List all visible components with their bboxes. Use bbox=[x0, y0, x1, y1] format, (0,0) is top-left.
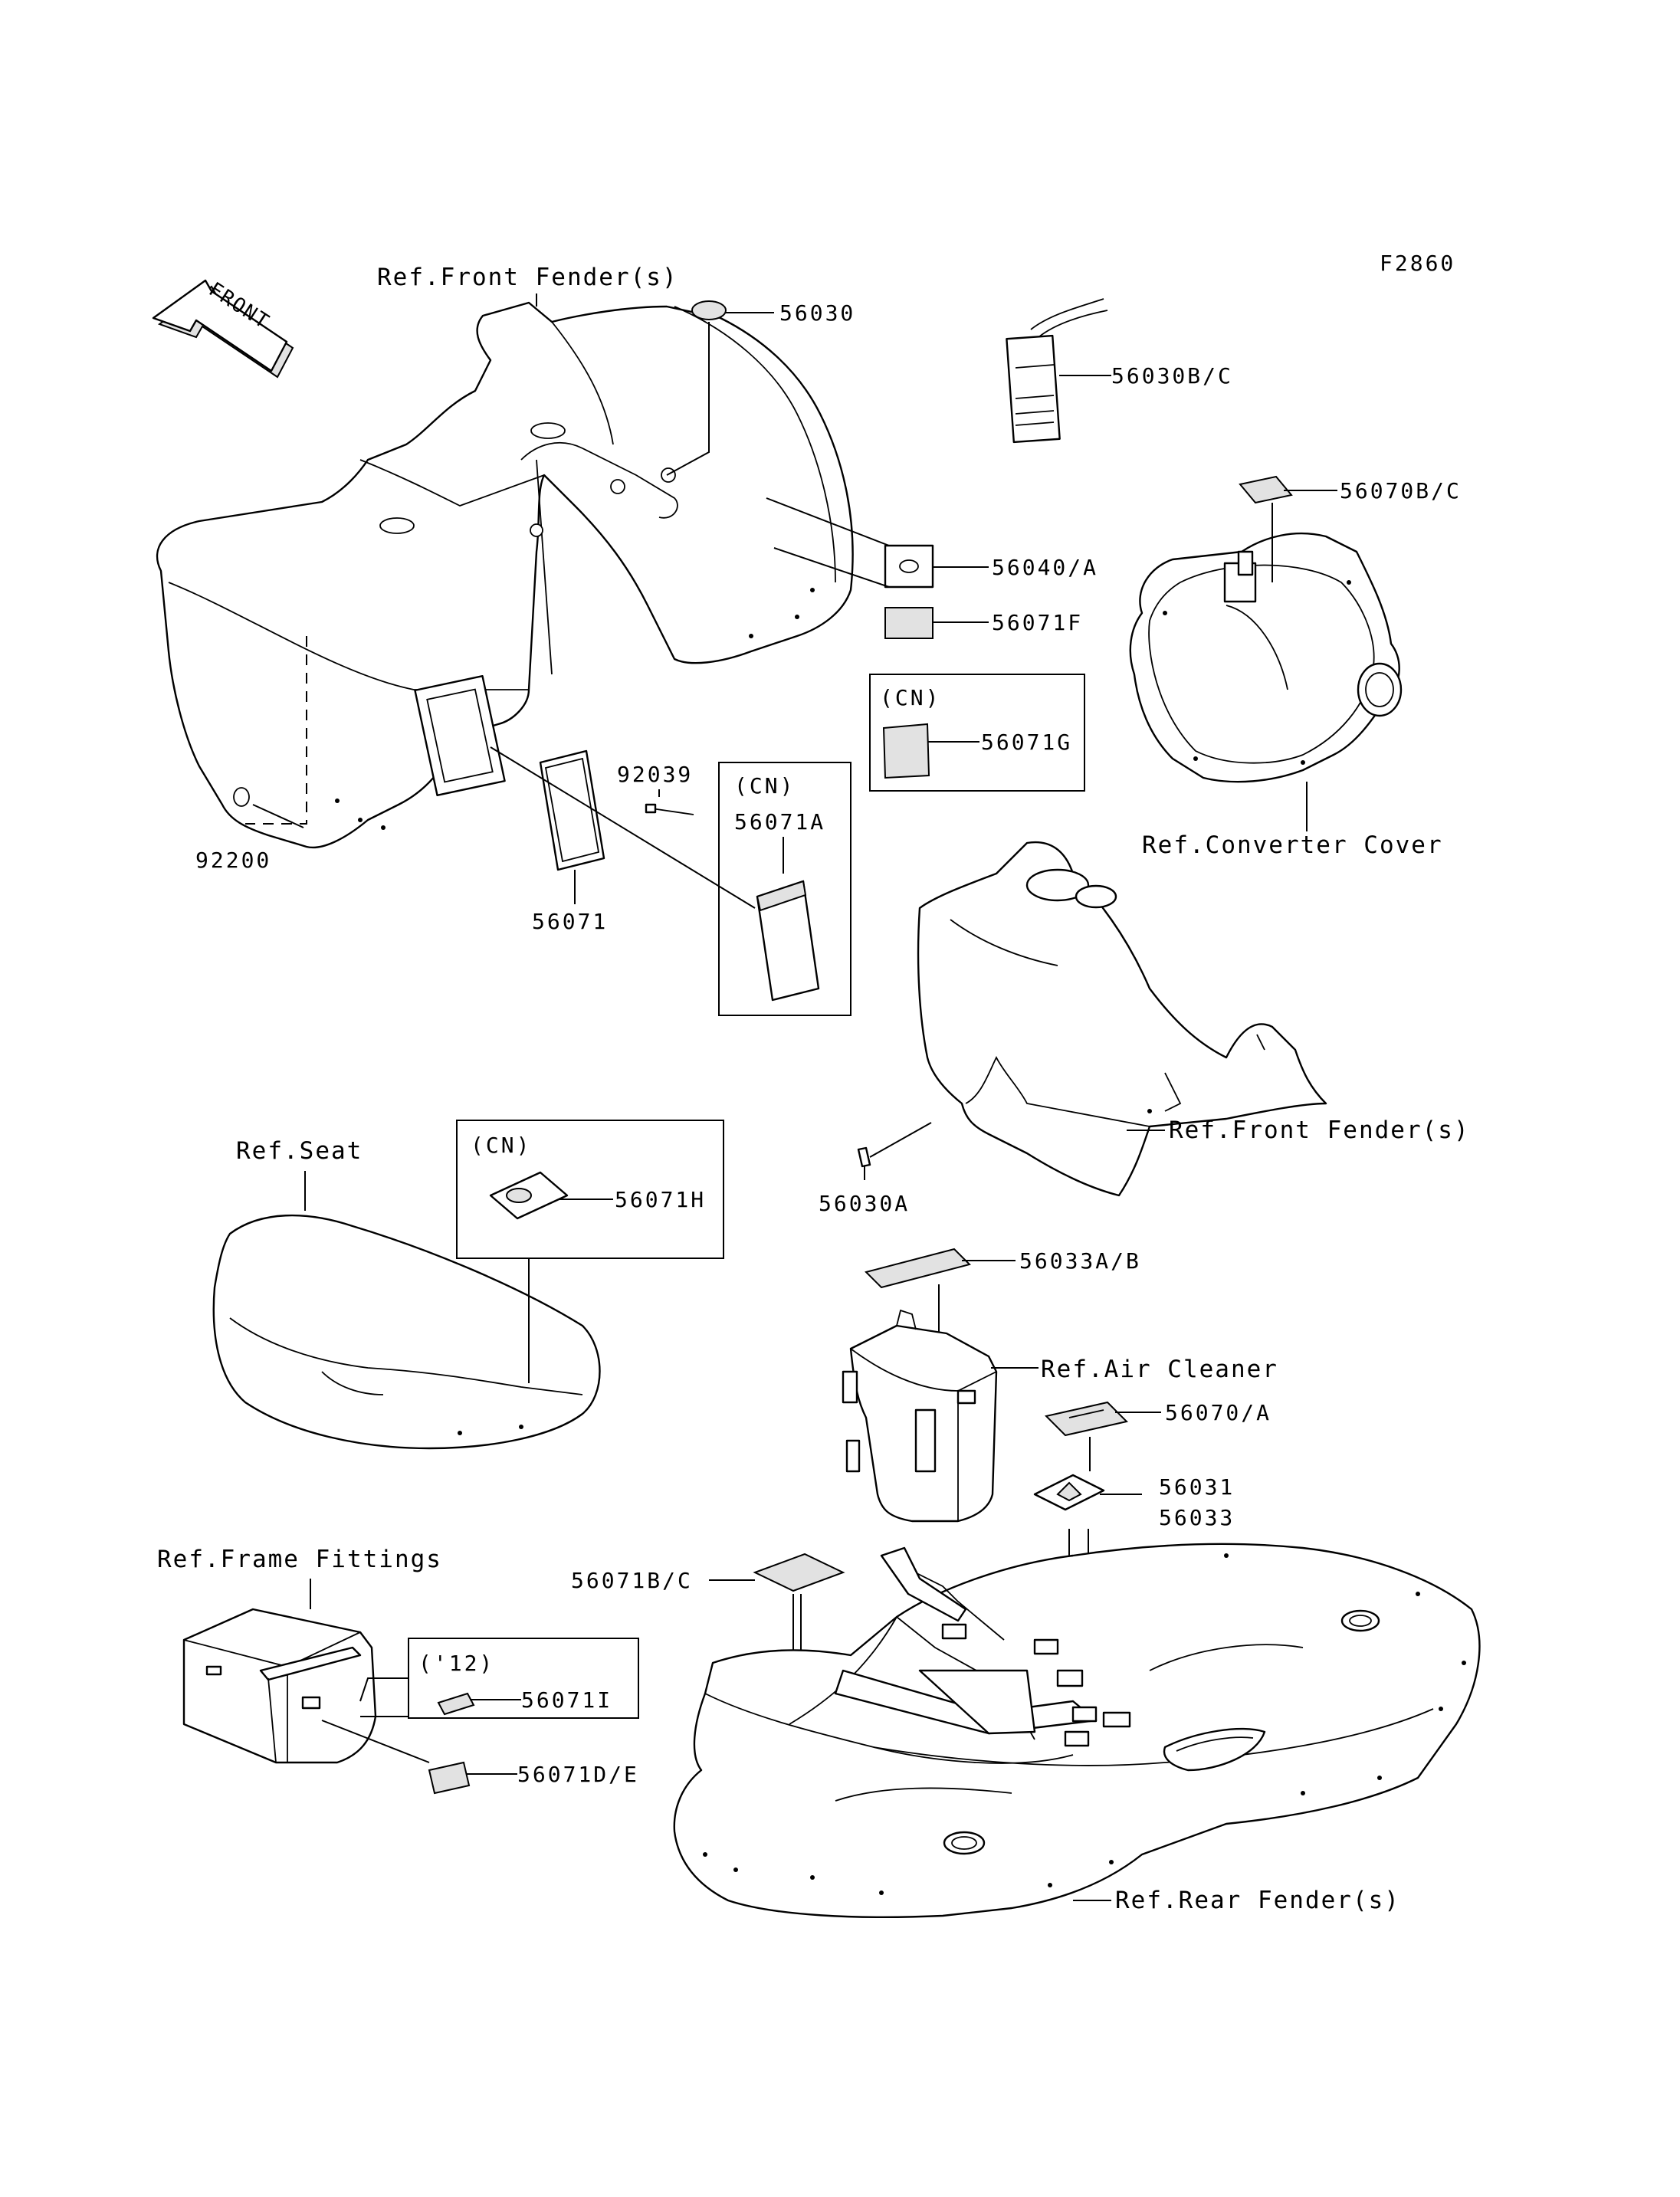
part-56030A-label: 56030A bbox=[819, 1191, 910, 1216]
variant-box-56071G bbox=[869, 674, 1085, 792]
part-56071G-decal bbox=[882, 723, 930, 779]
part-56071-label: 56071 bbox=[532, 909, 608, 934]
ref-air-cleaner: Ref.Air Cleaner bbox=[1041, 1356, 1278, 1383]
part-56071BC-label: 56071B/C bbox=[571, 1568, 693, 1593]
variant-56071H-tag: (CN) bbox=[471, 1133, 531, 1158]
part-56070BC-decal bbox=[1239, 475, 1293, 504]
part-56070A-label: 56070/A bbox=[1165, 1400, 1271, 1425]
part-56033AB-decal bbox=[865, 1248, 971, 1289]
part-56030-label: 56030 bbox=[779, 300, 855, 326]
ref-seat: Ref.Seat bbox=[236, 1137, 363, 1165]
part-56070BC-label: 56070B/C bbox=[1340, 478, 1462, 503]
converter-cover bbox=[1129, 532, 1403, 783]
part-56071F-decal bbox=[884, 607, 934, 639]
part-56071BC-decal bbox=[753, 1553, 845, 1592]
part-56071-sticker bbox=[539, 749, 605, 871]
part-92039-screw bbox=[651, 808, 694, 815]
variant-box-56071A bbox=[718, 762, 851, 1016]
part-56030BC-label: 56030B/C bbox=[1111, 363, 1233, 389]
ref-front-fender-top: Ref.Front Fender(s) bbox=[377, 264, 678, 291]
part-92039-label: 92039 bbox=[617, 762, 693, 787]
ref-rear-fender: Ref.Rear Fender(s) bbox=[1115, 1887, 1400, 1914]
part-56031-label: 56031 bbox=[1159, 1474, 1235, 1500]
ref-front-fender-mid: Ref.Front Fender(s) bbox=[1169, 1117, 1470, 1144]
part-56030A-clip bbox=[857, 1146, 871, 1168]
part-56071DE-decal bbox=[428, 1761, 471, 1795]
part-56040A-label: 56040/A bbox=[992, 555, 1098, 580]
rear-fender bbox=[673, 1543, 1481, 1919]
part-56071H-label: 56071H bbox=[615, 1187, 706, 1212]
front-fender-mid bbox=[917, 841, 1327, 1197]
figure-code: F2860 bbox=[1380, 251, 1455, 276]
part-56071I-decal bbox=[437, 1692, 475, 1716]
part-56071A-label: 56071A bbox=[734, 809, 825, 835]
part-56071F-label: 56071F bbox=[992, 610, 1083, 635]
part-56030BC-tag bbox=[1006, 298, 1108, 444]
part-56030-grommet bbox=[691, 300, 727, 320]
variant-56071I-tag: ('12) bbox=[418, 1651, 494, 1676]
air-cleaner bbox=[842, 1309, 998, 1523]
variant-56071G-tag: (CN) bbox=[880, 685, 940, 710]
part-92200-label: 92200 bbox=[195, 848, 271, 873]
frame-fittings bbox=[182, 1608, 377, 1764]
ref-converter-cover: Ref.Converter Cover bbox=[1142, 831, 1443, 859]
part-56033-label: 56033 bbox=[1159, 1505, 1235, 1530]
variant-box-56071H bbox=[456, 1120, 724, 1259]
part-56070A-decal bbox=[1045, 1401, 1128, 1437]
part-56071DE-label: 56071D/E bbox=[517, 1762, 639, 1787]
front-fender-top bbox=[156, 301, 854, 849]
front-arrow-icon: FRONT bbox=[152, 278, 294, 379]
part-56071I-label: 56071I bbox=[521, 1687, 612, 1713]
part-56033AB-label: 56033A/B bbox=[1019, 1248, 1141, 1274]
ref-frame-fittings: Ref.Frame Fittings bbox=[157, 1546, 442, 1573]
part-92200-clip bbox=[233, 787, 250, 807]
variant-56071A-tag: (CN) bbox=[734, 773, 795, 798]
seat bbox=[212, 1214, 601, 1450]
part-56071G-label: 56071G bbox=[981, 730, 1072, 755]
